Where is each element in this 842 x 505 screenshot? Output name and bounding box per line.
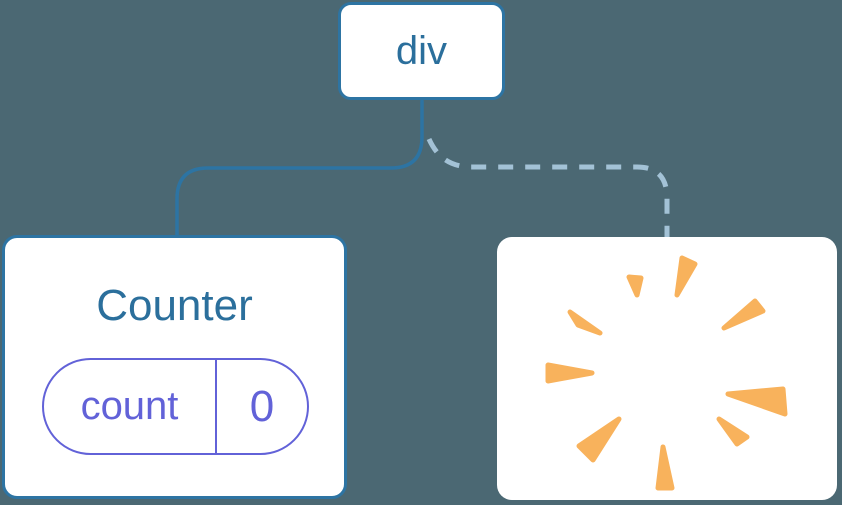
- dashed-edge: [426, 137, 670, 237]
- state-key: count: [80, 384, 179, 428]
- poof-ray: [721, 298, 766, 331]
- poof-ray: [626, 274, 644, 298]
- solid-edge: [175, 99, 424, 237]
- poof-icon: [545, 255, 788, 491]
- poof-ray: [655, 444, 675, 491]
- poof-ray: [716, 416, 750, 447]
- state-value: 0: [215, 360, 307, 453]
- poof-ray: [674, 255, 698, 298]
- state-pill: count 0: [42, 358, 309, 455]
- poof-ray: [725, 386, 788, 417]
- root-node-label: div: [395, 28, 448, 73]
- poof-ray: [545, 362, 595, 384]
- root-node: div: [338, 2, 505, 100]
- counter-node-title: Counter: [96, 281, 253, 330]
- counter-node: Counter count 0: [2, 235, 347, 499]
- poof-ray: [567, 309, 603, 336]
- poof-ray: [576, 416, 622, 463]
- removed-node: [497, 237, 837, 500]
